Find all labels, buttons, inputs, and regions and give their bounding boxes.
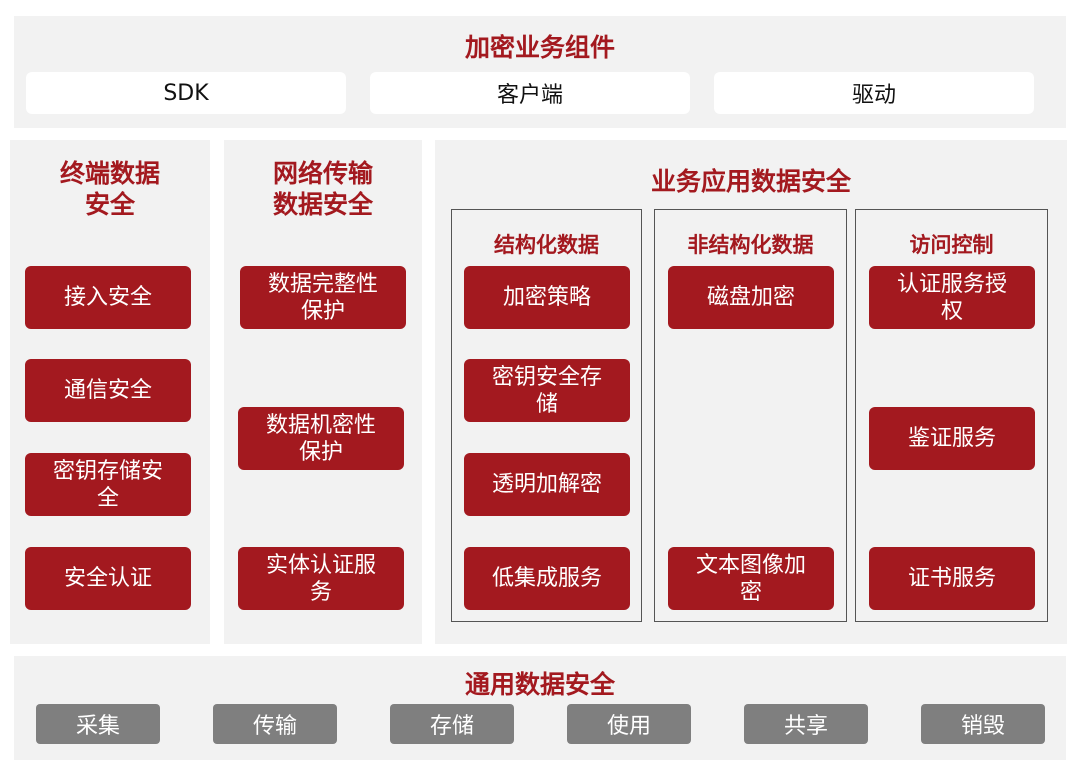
security-authentication-box: 安全认证	[25, 547, 191, 610]
share-box: 共享	[744, 704, 868, 744]
terminal-title-line: 安全	[84, 190, 135, 219]
destroy-box: 销毁	[921, 704, 1045, 744]
transparent-encryption-box: 透明加解密	[464, 453, 630, 516]
certificate-service-box: 证书服务	[869, 547, 1035, 610]
entity-authentication-box: 实体认证服务	[238, 547, 404, 610]
app-data-security-title: 业务应用数据安全	[650, 167, 851, 196]
disk-encryption-box: 磁盘加密	[668, 266, 834, 329]
terminal-data-security-title: 终端数据 安全	[10, 158, 210, 220]
structured-data-title: 结构化数据	[494, 233, 599, 257]
general-data-security-panel	[14, 656, 1066, 760]
structured-data-frame	[451, 209, 642, 622]
authentication-authorization-box: 认证服务授权	[869, 266, 1035, 329]
access-security-box: 接入安全	[25, 266, 191, 329]
data-integrity-box: 数据完整性保护	[240, 266, 406, 329]
access-control-title: 访问控制	[909, 233, 994, 257]
general-data-security-title: 通用数据安全	[464, 670, 615, 699]
network-title-line: 网络传输	[272, 159, 373, 188]
collect-box: 采集	[36, 704, 160, 744]
driver-box: 驱动	[714, 72, 1034, 114]
low-integration-service-box: 低集成服务	[464, 547, 630, 610]
unstructured-data-title: 非结构化数据	[687, 233, 814, 257]
business-components-title: 加密业务组件	[464, 33, 615, 62]
sdk-box: SDK	[26, 72, 346, 114]
communication-security-box: 通信安全	[25, 359, 191, 422]
client-box: 客户端	[370, 72, 690, 114]
text-image-encryption-box: 文本图像加密	[668, 547, 834, 610]
transmit-box: 传输	[213, 704, 337, 744]
network-data-security-title: 网络传输 数据安全	[224, 158, 422, 220]
unstructured-data-frame	[654, 209, 847, 622]
encryption-policy-box: 加密策略	[464, 266, 630, 329]
key-secure-storage-box: 密钥安全存储	[464, 359, 630, 422]
terminal-title-line: 终端数据	[59, 159, 160, 188]
verification-service-box: 鉴证服务	[869, 407, 1035, 470]
network-title-line: 数据安全	[272, 190, 373, 219]
data-confidentiality-box: 数据机密性保护	[238, 407, 404, 470]
store-box: 存储	[390, 704, 514, 744]
key-storage-security-box: 密钥存储安全	[25, 453, 191, 516]
use-box: 使用	[567, 704, 691, 744]
access-control-frame	[855, 209, 1048, 622]
